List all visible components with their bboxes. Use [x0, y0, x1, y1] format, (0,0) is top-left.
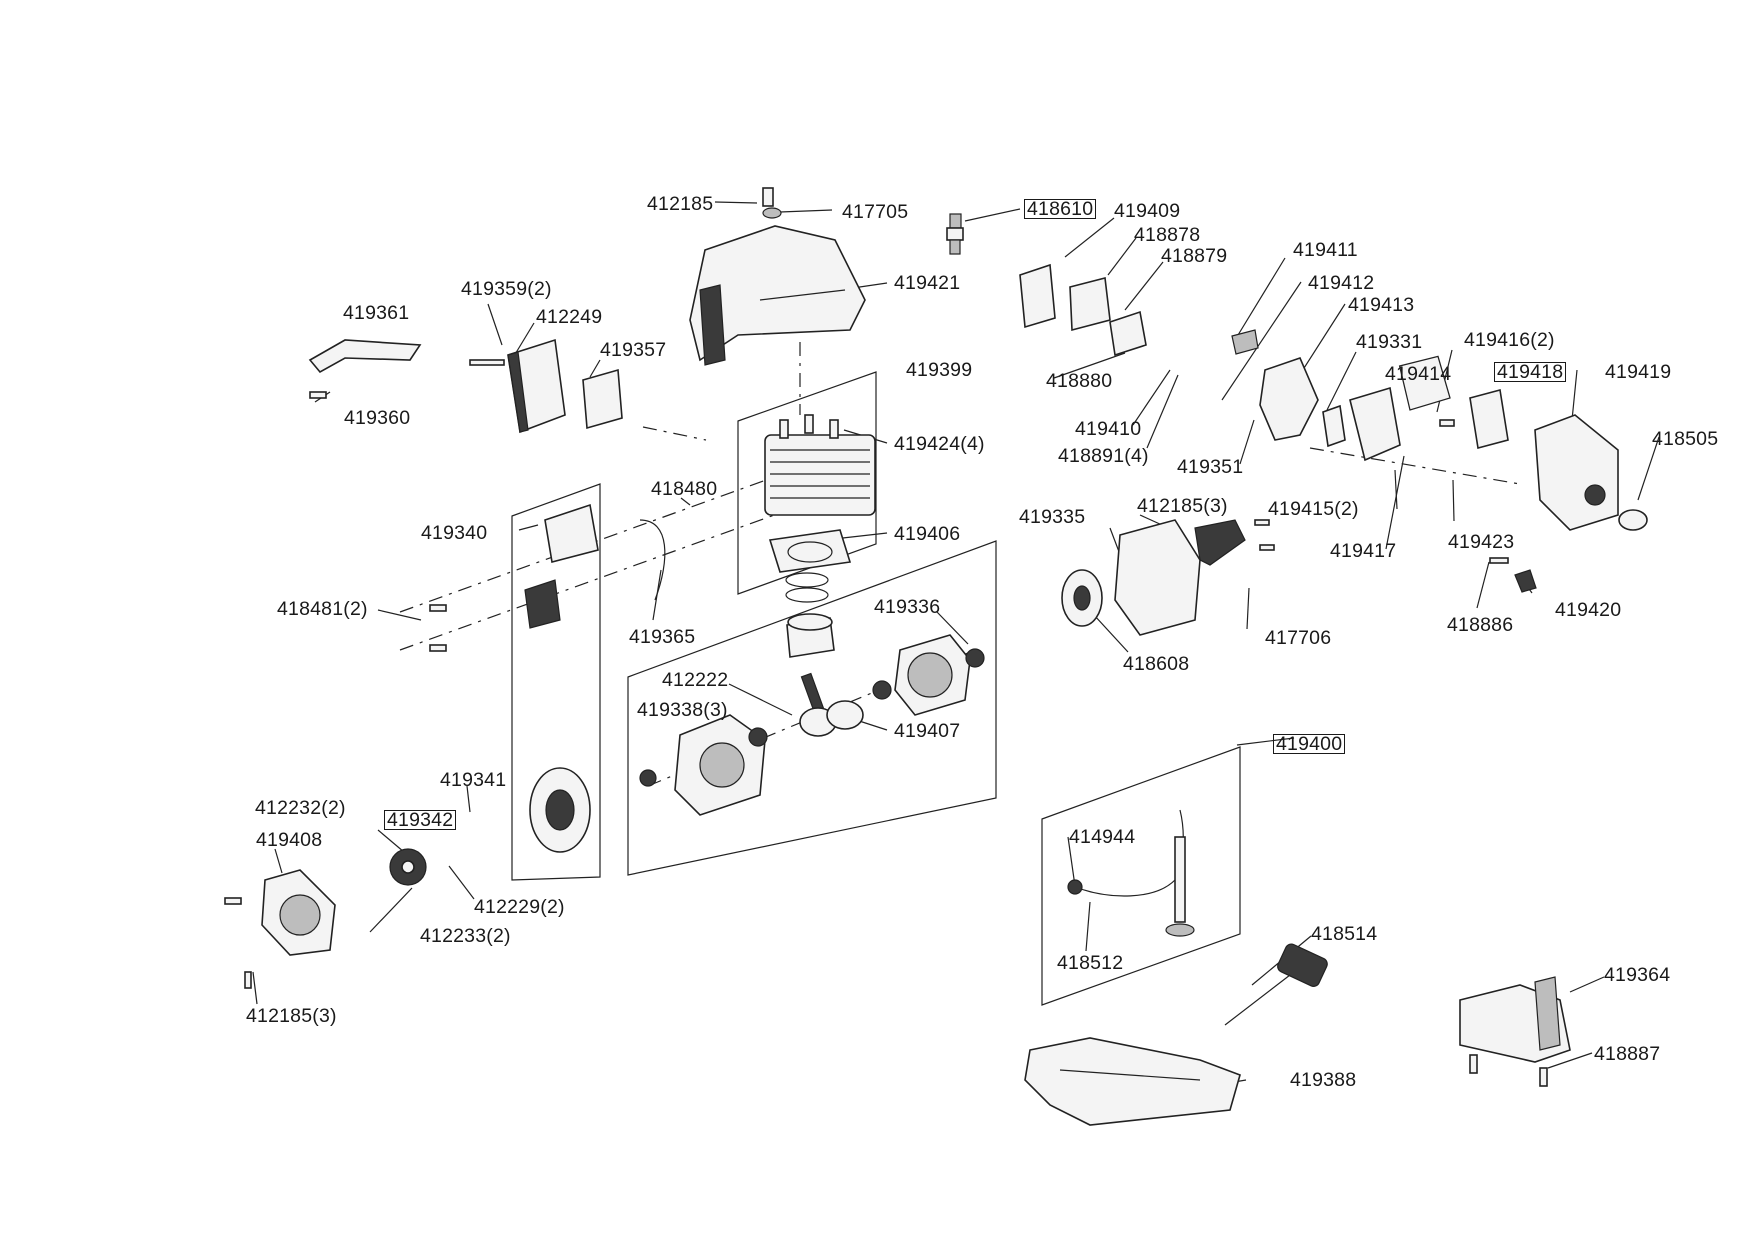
part-number-label: 419341 [440, 769, 507, 791]
cylinder-part [764, 414, 876, 516]
part-number-label: 419424(4) [894, 433, 985, 455]
group-frame-419399-lower [627, 540, 997, 876]
spark-plug-part [946, 213, 964, 255]
part-number-label: 412233(2) [420, 925, 511, 947]
part-number-label: 419412 [1308, 272, 1375, 294]
part-number-label: 418514 [1311, 923, 1378, 945]
part-number-label: 418481(2) [277, 598, 368, 620]
group-frame-419399 [737, 371, 877, 595]
part-number-label: 419411 [1293, 239, 1358, 261]
part-number-label: 419359(2) [461, 278, 552, 300]
mount-bracket-part [1459, 976, 1571, 1063]
part-number-label: 419365 [629, 626, 696, 648]
part-number-label: 419409 [1114, 200, 1181, 222]
part-number-label: 419408 [256, 829, 323, 851]
starter-housing-part [1114, 519, 1246, 636]
part-number-label: 419407 [894, 720, 961, 742]
part-number-label: 418608 [1123, 653, 1190, 675]
flywheel-part [529, 767, 591, 853]
part-number-label: 412249 [536, 306, 603, 328]
part-number-label: 418879 [1161, 245, 1228, 267]
part-number-label: 419335 [1019, 506, 1086, 528]
part-number-label: 419331 [1356, 331, 1423, 353]
part-number-label: 418512 [1057, 952, 1124, 974]
piston-part [786, 613, 835, 658]
part-number-label: 419361 [343, 302, 410, 324]
part-number-label: 412229(2) [474, 896, 565, 918]
part-number-label: 419421 [894, 272, 961, 294]
air-filter-cover-part [1534, 414, 1619, 531]
part-number-label: 412185(3) [1137, 495, 1228, 517]
part-number-label: 419415(2) [1268, 498, 1359, 520]
part-number-label: 412185(3) [246, 1005, 337, 1027]
part-number-label: 419414 [1385, 363, 1452, 385]
part-number-label: 412222 [662, 669, 729, 691]
part-number-label: 419417 [1330, 540, 1397, 562]
part-number-label: 418880 [1046, 370, 1113, 392]
part-number-label: 418480 [651, 478, 718, 500]
part-number-label: 419416(2) [1464, 329, 1555, 351]
crankcase-part [674, 634, 971, 816]
part-number-label: 412232(2) [255, 797, 346, 819]
crankshaft-part [799, 672, 864, 737]
part-number-label: 419340 [421, 522, 488, 544]
carburetor-part [1259, 357, 1319, 441]
part-number-label: 419357 [600, 339, 667, 361]
part-number-label: 419423 [1448, 531, 1515, 553]
part-number-label: 412185 [647, 193, 714, 215]
part-number-label-boxed: 419400 [1273, 734, 1346, 754]
part-number-label: 419336 [874, 596, 941, 618]
group-frame-419340 [511, 483, 601, 881]
muffler-part [507, 338, 566, 434]
part-number-label: 419420 [1555, 599, 1622, 621]
part-number-label: 419419 [1605, 361, 1672, 383]
ignition-coil-part [524, 503, 599, 629]
part-number-label: 414944 [1069, 826, 1136, 848]
part-number-label: 419364 [1604, 964, 1671, 986]
part-number-label-boxed: 419342 [384, 810, 457, 830]
engine-cover-part [689, 225, 866, 366]
part-number-label-boxed: 418610 [1024, 199, 1097, 219]
part-number-label: 419360 [344, 407, 411, 429]
fuel-tank-part [1024, 1037, 1241, 1126]
part-number-label: 418505 [1652, 428, 1719, 450]
part-number-label: 417705 [842, 201, 909, 223]
part-number-label: 419351 [1177, 456, 1244, 478]
part-number-label: 418891(4) [1058, 445, 1149, 467]
part-number-label: 418887 [1594, 1043, 1661, 1065]
part-number-label: 419410 [1075, 418, 1142, 440]
part-number-label: 418878 [1134, 224, 1201, 246]
part-number-label: 418886 [1447, 614, 1514, 636]
fuel-cap-part [1277, 943, 1328, 987]
group-frame-419400 [1041, 746, 1241, 1006]
part-number-label: 419399 [906, 359, 973, 381]
part-number-label: 417706 [1265, 627, 1332, 649]
part-number-label-boxed: 419418 [1494, 362, 1567, 382]
part-number-label: 419406 [894, 523, 961, 545]
clutch-housing-part [261, 869, 336, 956]
part-number-label: 419338(3) [637, 699, 728, 721]
part-number-label: 419413 [1348, 294, 1415, 316]
part-number-label: 419388 [1290, 1069, 1357, 1091]
